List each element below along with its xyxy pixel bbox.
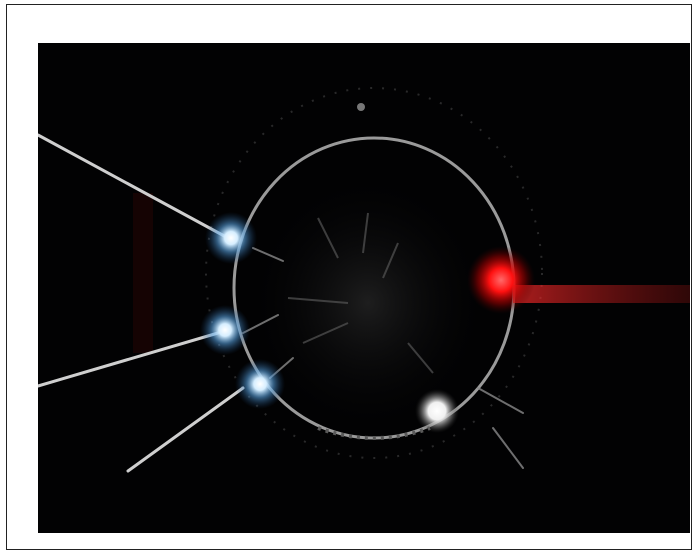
red-haze [133,193,153,353]
top-dot [357,103,365,111]
blue-light-bottom [235,359,285,409]
photo-scene [38,43,690,533]
photo [38,43,690,533]
blue-light-middle [200,305,250,355]
red-light [467,246,535,314]
white-light [415,389,459,433]
image-frame [6,4,692,550]
blue-light-top [205,212,257,264]
red-beam [513,285,690,303]
center-shadow [248,173,488,433]
